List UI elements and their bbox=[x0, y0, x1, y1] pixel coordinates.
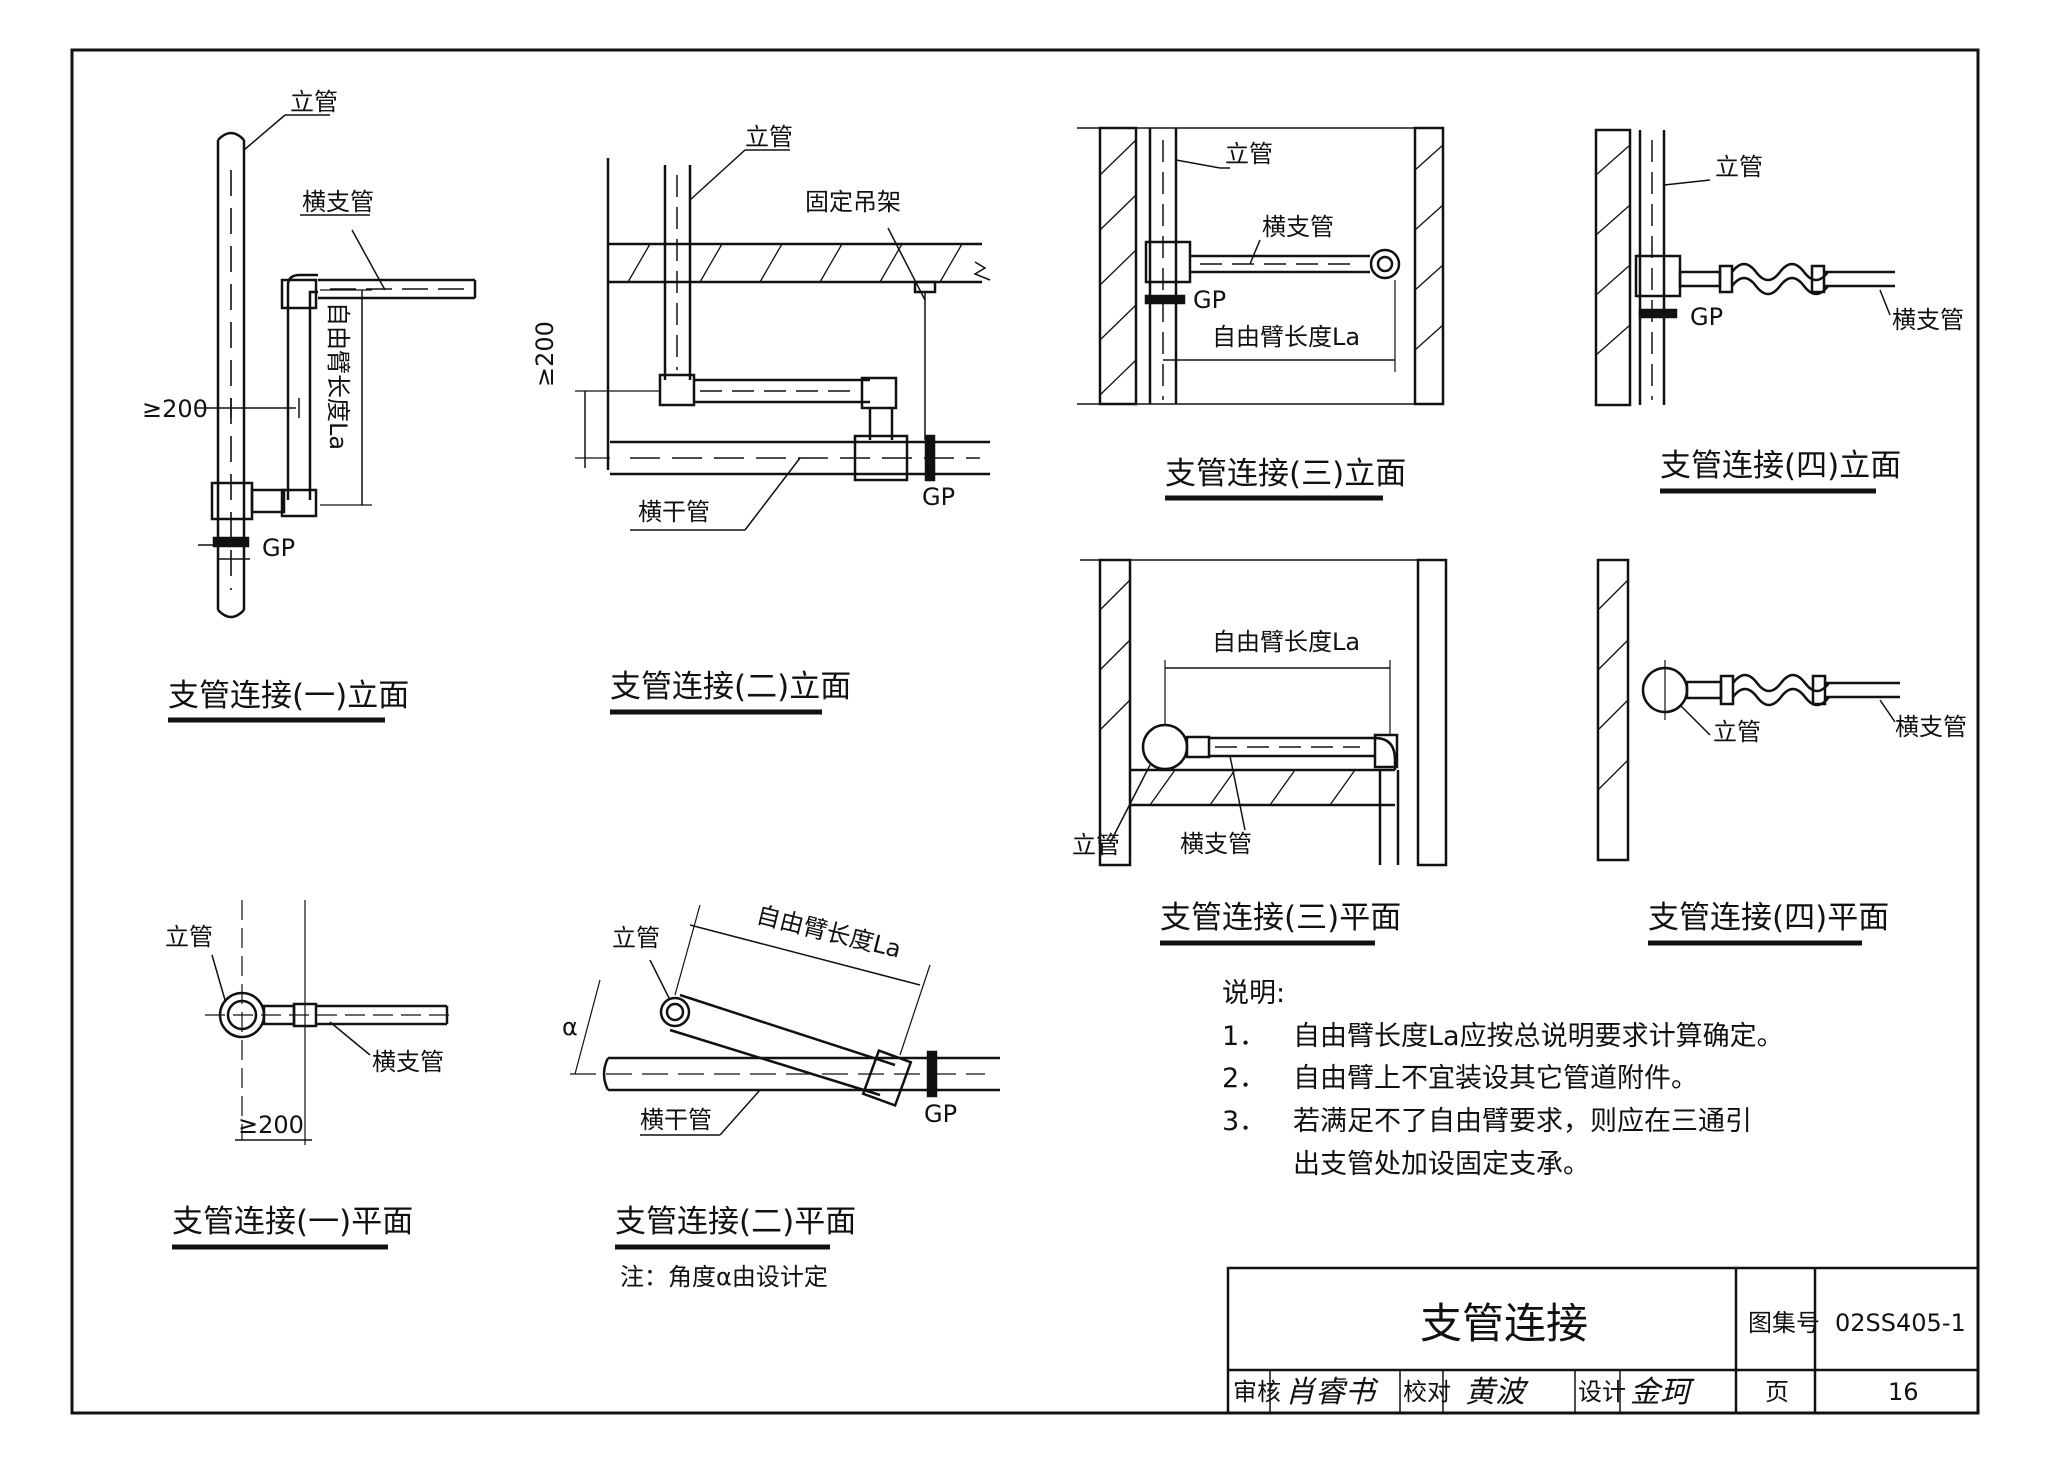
d4p-riser-label: 立管 bbox=[1713, 718, 1761, 746]
d2p-gp-label: GP bbox=[924, 1100, 957, 1128]
diagram-1-elevation bbox=[196, 114, 477, 619]
d3p-branch-label: 横支管 bbox=[1180, 830, 1252, 858]
d1-ge200-label: ≥200 bbox=[142, 395, 208, 423]
diagram-4-elevation bbox=[1594, 128, 1895, 407]
d2-plan-note: 注：角度α由设计定 bbox=[620, 1263, 828, 1291]
d3-gp-label: GP bbox=[1193, 286, 1226, 314]
note-2-number: 2． bbox=[1222, 1063, 1266, 1094]
d2p-main-label: 横干管 bbox=[640, 1106, 712, 1134]
review-label: 审核 bbox=[1233, 1378, 1281, 1406]
d1p-riser-label: 立管 bbox=[165, 923, 213, 951]
d3-branch-label: 横支管 bbox=[1262, 213, 1334, 241]
note-3-continuation: 出支管处加设固定支承。 bbox=[1293, 1149, 1590, 1180]
diagram-1-plan bbox=[205, 900, 450, 1145]
d2-ge200-label: ≥200 bbox=[531, 321, 559, 387]
notes-heading: 说明: bbox=[1222, 978, 1285, 1009]
d4p-branch-label: 横支管 bbox=[1895, 713, 1967, 741]
d2-main-label: 横干管 bbox=[638, 498, 710, 526]
caption-d1-plan: 支管连接(一)平面 bbox=[172, 1204, 413, 1240]
caption-d4-plan: 支管连接(四)平面 bbox=[1648, 900, 1889, 936]
review-signature: 肖睿书 bbox=[1285, 1375, 1379, 1410]
check-label: 校对 bbox=[1403, 1378, 1451, 1406]
d3p-riser-label: 立管 bbox=[1072, 831, 1120, 859]
caption-d1-elevation: 支管连接(一)立面 bbox=[168, 678, 409, 714]
d4-branch-label: 横支管 bbox=[1892, 306, 1964, 334]
diagram-2-plan bbox=[570, 904, 1000, 1136]
note-1-number: 1． bbox=[1222, 1021, 1266, 1052]
design-signature: 金珂 bbox=[1630, 1375, 1695, 1410]
d1p-branch-label: 横支管 bbox=[372, 1048, 444, 1076]
d1-free-arm-label: 自由臂长度La bbox=[324, 302, 352, 450]
note-3-number: 3． bbox=[1222, 1106, 1266, 1137]
page-label: 页 bbox=[1765, 1378, 1789, 1406]
note-1-text: 自由臂长度La应按总说明要求计算确定。 bbox=[1293, 1021, 1784, 1052]
d4-gp-label: GP bbox=[1690, 303, 1723, 331]
note-3-text: 若满足不了自由臂要求，则应在三通引 bbox=[1293, 1106, 1752, 1137]
title-block bbox=[1226, 1266, 1980, 1415]
caption-d3-plan: 支管连接(三)平面 bbox=[1160, 900, 1401, 936]
d2-gp-label: GP bbox=[922, 483, 955, 511]
sheet-border bbox=[70, 48, 1980, 1415]
d1-branch-label: 横支管 bbox=[302, 188, 374, 216]
title-block-title: 支管连接 bbox=[1420, 1299, 1588, 1348]
page-number: 16 bbox=[1888, 1378, 1919, 1406]
d2p-riser-label: 立管 bbox=[612, 924, 660, 952]
d3-free-arm-label: 自由臂长度La bbox=[1212, 323, 1360, 351]
atlas-number: 02SS405-1 bbox=[1835, 1309, 1966, 1337]
d2-hanger-label: 固定吊架 bbox=[805, 188, 901, 216]
d2-riser-label: 立管 bbox=[745, 123, 793, 151]
d1-riser-label: 立管 bbox=[290, 88, 338, 116]
diagram-3-plan bbox=[1080, 558, 1448, 867]
check-signature: 黄波 bbox=[1465, 1375, 1529, 1410]
caption-d2-elevation: 支管连接(二)立面 bbox=[610, 669, 851, 705]
diagram-4-plan bbox=[1596, 558, 1900, 862]
d1p-ge200-label: ≥200 bbox=[238, 1111, 304, 1139]
d1-gp-label: GP bbox=[262, 534, 295, 562]
diagram-3-elevation bbox=[1077, 126, 1445, 406]
diagram-2-elevation bbox=[575, 149, 991, 531]
design-label: 设计 bbox=[1578, 1378, 1626, 1406]
caption-d4-elevation: 支管连接(四)立面 bbox=[1660, 448, 1901, 484]
d2p-alpha-label: α bbox=[562, 1013, 578, 1041]
atlas-label: 图集号 bbox=[1748, 1309, 1820, 1337]
d3p-free-arm-label: 自由臂长度La bbox=[1212, 628, 1360, 656]
note-2-text: 自由臂上不宜装设其它管道附件。 bbox=[1293, 1063, 1698, 1094]
caption-d3-elevation: 支管连接(三)立面 bbox=[1165, 456, 1406, 492]
caption-d2-plan: 支管连接(二)平面 bbox=[615, 1204, 856, 1240]
d4-riser-label: 立管 bbox=[1715, 153, 1763, 181]
d3-riser-label: 立管 bbox=[1225, 140, 1273, 168]
d2p-free-arm-label: 自由臂长度La bbox=[754, 901, 904, 964]
